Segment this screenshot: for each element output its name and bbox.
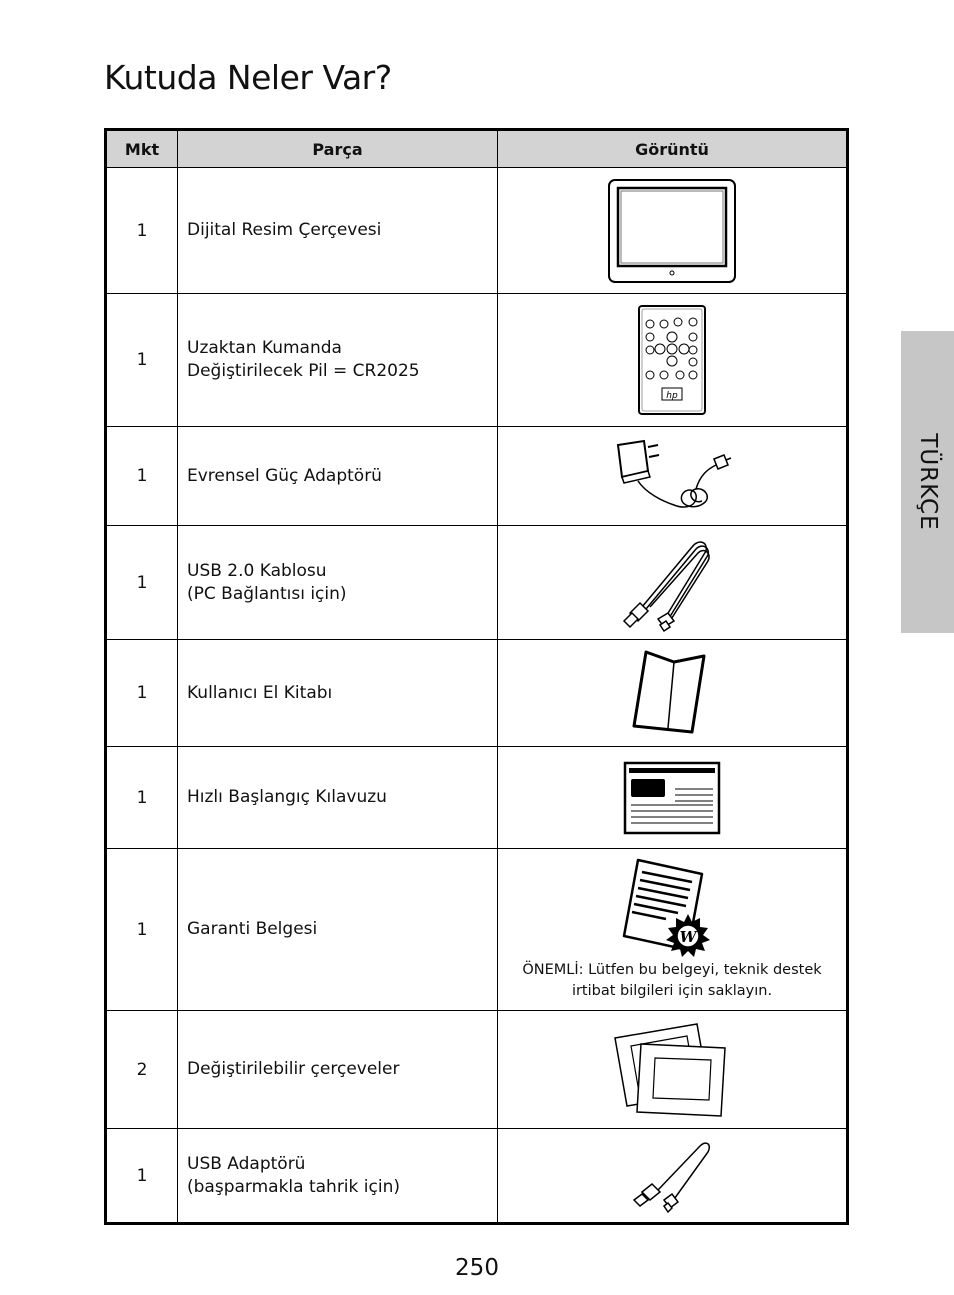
page-number: 250 xyxy=(455,1255,499,1281)
warranty-note-line-1: ÖNEMLİ: Lütfen bu belgeyi, teknik destek xyxy=(522,961,822,978)
qty-cell: 1 xyxy=(105,1128,178,1224)
qty-cell: 1 xyxy=(105,167,178,294)
part-name: Dijital Resim Çerçevesi xyxy=(187,220,382,240)
part-detail: (PC Bağlantısı için) xyxy=(187,583,347,604)
part-name: USB 2.0 Kablosu xyxy=(187,560,327,581)
part-name: Değiştirilebilir çerçeveler xyxy=(187,1059,400,1079)
part-cell: USB 2.0 Kablosu (PC Bağlantısı için) xyxy=(177,525,498,640)
seal-letter: W xyxy=(680,928,699,946)
part-cell: Değiştirilebilir çerçeveler xyxy=(177,1010,498,1129)
qty-cell: 1 xyxy=(105,426,178,526)
image-cell xyxy=(497,639,848,747)
image-cell xyxy=(497,167,848,294)
image-cell xyxy=(497,746,848,849)
qty-cell: 1 xyxy=(105,525,178,640)
part-name: Evrensel Güç Adaptörü xyxy=(187,465,382,486)
part-cell: USB Adaptörü (başparmakla tahrik için) xyxy=(177,1128,498,1224)
part-name: Hızlı Başlangıç Kılavuzu xyxy=(187,787,387,807)
remote-logo: hp xyxy=(666,391,678,401)
header-part: Parça xyxy=(177,129,498,168)
remote-control-icon: hp xyxy=(638,305,706,415)
part-cell: Kullanıcı El Kitabı xyxy=(177,639,498,747)
part-name: Kullanıcı El Kitabı xyxy=(187,682,333,703)
image-cell xyxy=(497,1128,848,1224)
part-cell: Evrensel Güç Adaptörü xyxy=(177,426,498,526)
quick-start-guide-icon xyxy=(623,761,721,834)
header-qty: Mkt xyxy=(105,129,178,168)
qty-cell: 1 xyxy=(105,639,178,747)
image-cell xyxy=(497,525,848,640)
usb-adapter-icon xyxy=(632,1141,711,1213)
qty-cell: 1 xyxy=(105,746,178,849)
header-image: Görüntü xyxy=(497,129,848,168)
part-name: Uzaktan Kumanda xyxy=(187,338,342,358)
image-cell: hp xyxy=(497,293,848,427)
warranty-certificate-icon: W xyxy=(622,858,710,957)
part-cell: Garanti Belgesi xyxy=(177,848,498,1011)
table-row: 1 Dijital Resim Çerçevesi xyxy=(105,167,848,294)
power-adapter-icon xyxy=(616,439,732,508)
language-tab-label: TÜRKÇE xyxy=(914,433,941,531)
table-row: 1 USB 2.0 Kablosu (PC Bağlantısı için) xyxy=(105,525,848,640)
photo-frame-icon xyxy=(608,178,736,283)
warranty-note-line-2: irtibat bilgileri için saklayın. xyxy=(571,982,773,999)
part-detail: (başparmakla tahrik için) xyxy=(187,1176,400,1197)
qty-cell: 1 xyxy=(105,293,178,427)
part-name: Garanti Belgesi xyxy=(187,919,318,939)
table-row: 1 USB Adaptörü (başparmakla tahrik için) xyxy=(105,1128,848,1224)
table-row: 2 Değiştirilebilir çerçeveler xyxy=(105,1010,848,1129)
table-row: 1 Hızlı Başlangıç Kılavuzu xyxy=(105,746,848,849)
language-tab: TÜRKÇE xyxy=(901,331,954,633)
warranty-note: ÖNEMLİ: Lütfen bu belgeyi, teknik destek… xyxy=(498,960,846,1002)
contents-table: Mkt Parça Görüntü 1 Dijital Resim Çerçev… xyxy=(104,128,849,1225)
qty-cell: 2 xyxy=(105,1010,178,1129)
table-row: 1 Kullanıcı El Kitabı xyxy=(105,639,848,747)
part-cell: Hızlı Başlangıç Kılavuzu xyxy=(177,746,498,849)
qty-cell: 1 xyxy=(105,848,178,1011)
table-row: 1 Uzaktan Kumanda Değiştirilecek Pil = C… xyxy=(105,293,848,427)
table-header-row: Mkt Parça Görüntü xyxy=(105,129,848,168)
table-row: 1 Garanti Belgesi W ÖNEML xyxy=(105,848,848,1011)
page-title: Kutuda Neler Var? xyxy=(104,58,392,97)
image-cell xyxy=(497,426,848,526)
part-cell: Uzaktan Kumanda Değiştirilecek Pil = CR2… xyxy=(177,293,498,427)
user-manual-icon xyxy=(632,650,706,734)
part-detail: Değiştirilecek Pil = CR2025 xyxy=(187,361,420,381)
image-cell xyxy=(497,1010,848,1129)
usb-cable-icon xyxy=(622,540,710,632)
image-cell: W ÖNEMLİ: Lütfen bu belgeyi, teknik dest… xyxy=(497,848,848,1011)
interchangeable-mats-icon xyxy=(614,1022,726,1117)
table-row: 1 Evrensel Güç Adaptörü xyxy=(105,426,848,526)
part-name: USB Adaptörü xyxy=(187,1153,306,1174)
part-cell: Dijital Resim Çerçevesi xyxy=(177,167,498,294)
